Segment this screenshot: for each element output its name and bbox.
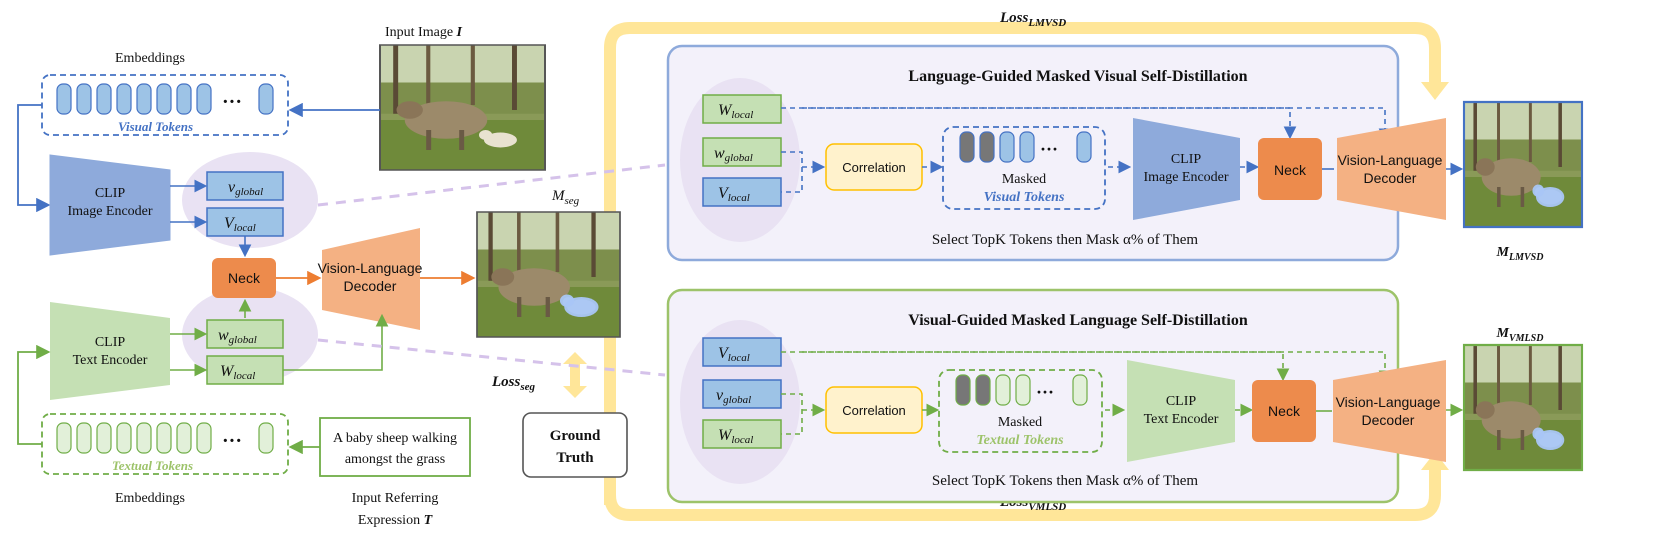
textual-token-row: ··· xyxy=(56,422,274,454)
svg-text:Vision-Language: Vision-Language xyxy=(318,260,423,276)
v-global-box xyxy=(206,171,284,201)
svg-text:···: ··· xyxy=(222,430,242,452)
svg-text:Masked: Masked xyxy=(998,415,1042,430)
m-lmvsd-label: MLMVSD xyxy=(1496,245,1544,263)
svg-text:Correlation: Correlation xyxy=(842,403,906,418)
lmvsd-v-local xyxy=(702,177,782,207)
svg-text:Image Encoder: Image Encoder xyxy=(1143,170,1228,185)
svg-text:Decoder: Decoder xyxy=(1362,412,1415,428)
lmvsd-w-local xyxy=(702,94,782,124)
svg-text:Decoder: Decoder xyxy=(1364,170,1417,186)
svg-text:···: ··· xyxy=(222,91,242,113)
svg-text:Neck: Neck xyxy=(228,270,261,286)
svg-text:CLIP: CLIP xyxy=(1166,394,1197,409)
svg-text:CLIP: CLIP xyxy=(95,335,126,350)
svg-text:Ground: Ground xyxy=(550,428,601,444)
loss-seg-arrow xyxy=(563,352,587,398)
segmentation-output-image xyxy=(476,211,621,338)
neck-left xyxy=(212,258,276,298)
vl-decoder-left xyxy=(322,228,420,330)
svg-text:vglobal: vglobal xyxy=(716,387,751,406)
svg-text:Wlocal: Wlocal xyxy=(718,427,753,446)
lmvsd-title: Language-Guided Masked Visual Self-Disti… xyxy=(908,68,1247,85)
svg-text:Textual Tokens: Textual Tokens xyxy=(976,433,1064,448)
lmvsd-output-image xyxy=(1462,100,1584,229)
loss-vmlsd-arrow xyxy=(604,240,1449,521)
svg-text:Neck: Neck xyxy=(1268,403,1301,419)
vmlsd-vl-decoder xyxy=(1333,360,1446,462)
svg-text:Vlocal: Vlocal xyxy=(718,345,750,364)
lmvsd-neck xyxy=(1258,138,1322,200)
vmlsd-output-image xyxy=(1462,343,1584,472)
lmvsd-select-topk: Select TopK Tokens then Mask α% of Them xyxy=(932,232,1198,248)
input-image xyxy=(379,44,546,171)
clip-image-encoder xyxy=(49,154,171,256)
svg-text:Image Encoder: Image Encoder xyxy=(67,204,152,219)
vmlsd-select-topk: Select TopK Tokens then Mask α% of Them xyxy=(932,473,1198,489)
v-global-label: vglobal xyxy=(228,179,263,198)
svg-text:amongst the grass: amongst the grass xyxy=(345,452,445,467)
svg-text:Text Encoder: Text Encoder xyxy=(73,353,148,368)
w-local-label: Wlocal xyxy=(220,363,255,382)
lmvsd-w-global xyxy=(702,137,782,167)
svg-text:CLIP: CLIP xyxy=(95,186,126,201)
svg-text:Decoder: Decoder xyxy=(344,278,397,294)
visual-token-row: ··· xyxy=(56,83,274,115)
vmlsd-v-local xyxy=(702,337,782,367)
w-global-box xyxy=(206,319,284,349)
svg-text:Vlocal: Vlocal xyxy=(718,185,750,204)
svg-text:Vision-Language: Vision-Language xyxy=(1336,394,1441,410)
v-local-label: Vlocal xyxy=(224,215,256,234)
vmlsd-w-local xyxy=(702,419,782,449)
masked-visual-tokens-box xyxy=(942,126,1106,210)
clip-text-encoder xyxy=(50,302,170,400)
input-ref-line2: Expression T xyxy=(358,513,434,528)
lmvsd-clip-image-encoder xyxy=(1133,118,1240,220)
vmlsd-title: Visual-Guided Masked Language Self-Disti… xyxy=(908,312,1248,329)
vmlsd-v-global xyxy=(702,379,782,409)
input-image-label: Input Image I xyxy=(385,25,463,40)
vmlsd-neck xyxy=(1252,380,1316,442)
svg-text:Wlocal: Wlocal xyxy=(718,102,753,121)
w-local-box xyxy=(206,355,284,385)
svg-text:Vision-Language: Vision-Language xyxy=(1338,152,1443,168)
svg-text:···: ··· xyxy=(1036,382,1054,402)
loss-seg-label: Lossseg xyxy=(491,374,536,393)
svg-text:CLIP: CLIP xyxy=(1171,152,1202,167)
masked-textual-tokens-box xyxy=(938,369,1103,453)
ground-truth-box xyxy=(522,412,628,478)
embeddings-top-label: Embeddings xyxy=(115,51,185,66)
svg-text:wglobal: wglobal xyxy=(714,145,753,164)
svg-text:Text Encoder: Text Encoder xyxy=(1144,412,1219,427)
v-local-box xyxy=(206,207,284,237)
m-seg-label: Mseg xyxy=(551,188,580,207)
svg-text:Masked: Masked xyxy=(1002,172,1046,187)
m-vmlsd-label: MVMLSD xyxy=(1496,326,1544,344)
svg-text:A baby sheep walking: A baby sheep walking xyxy=(333,431,457,446)
svg-text:Truth: Truth xyxy=(556,450,594,466)
loss-lmvsd-label: LossLMVSD xyxy=(999,10,1066,29)
svg-text:···: ··· xyxy=(1040,139,1058,159)
svg-text:Visual Tokens: Visual Tokens xyxy=(984,190,1065,205)
svg-text:Neck: Neck xyxy=(1274,162,1307,178)
w-global-label: wglobal xyxy=(218,327,257,346)
vmlsd-clip-text-encoder xyxy=(1127,360,1235,462)
svg-text:Correlation: Correlation xyxy=(842,160,906,175)
textual-tokens-label: Textual Tokens xyxy=(112,458,193,473)
loss-lmvsd-arrow xyxy=(604,22,1449,505)
embeddings-bottom-label: Embeddings xyxy=(115,491,185,506)
referring-expression-box xyxy=(319,417,471,477)
svg-text:Input Referring: Input Referring xyxy=(352,491,439,506)
lmvsd-vl-decoder xyxy=(1337,118,1446,220)
visual-tokens-label: Visual Tokens xyxy=(118,119,193,134)
